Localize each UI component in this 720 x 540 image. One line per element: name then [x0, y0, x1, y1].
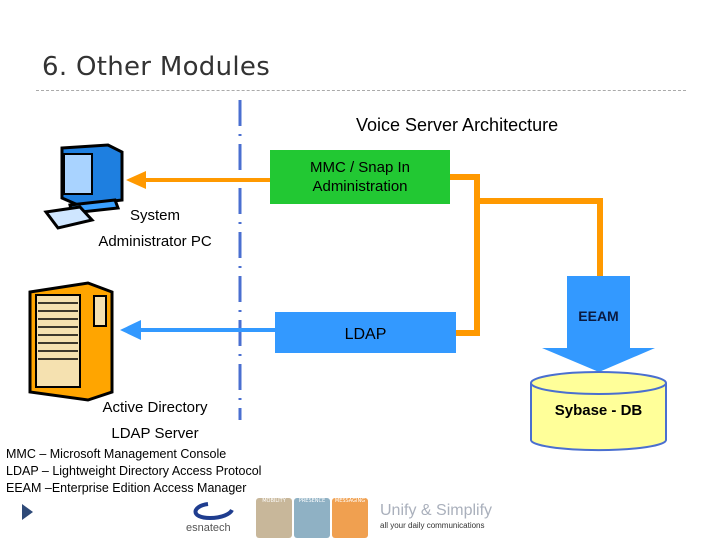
- server-icon: [28, 281, 114, 402]
- diagram-title: Voice Server Architecture: [356, 115, 559, 135]
- eeam-label: EEAM: [578, 308, 619, 324]
- ad-label: Active Directory LDAP Server: [80, 395, 230, 447]
- brand-name: esnatech: [186, 522, 231, 534]
- ad-label-line1: Active Directory: [102, 399, 208, 416]
- mobility-tile: MOBILITY: [256, 498, 292, 538]
- presence-tile: PRESENCE: [294, 498, 330, 538]
- pc-label: System Administrator PC: [85, 203, 225, 255]
- abbreviation-legend: MMC – Microsoft Management Console LDAP …: [6, 446, 261, 497]
- eeam-arrow: [542, 276, 655, 372]
- orange-connector-to-eeam: [477, 198, 603, 277]
- title-divider: [36, 90, 686, 91]
- legend-item: LDAP – Lightweight Directory Access Prot…: [6, 464, 262, 478]
- footer-branding: esnatech MOBILITY PRESENCE MESSAGING Uni…: [180, 494, 500, 538]
- pc-label-line1: System: [129, 207, 180, 224]
- blue-arrow-to-ad: [120, 320, 275, 340]
- database-cylinder: [530, 371, 667, 452]
- ad-label-line2: LDAP Server: [111, 425, 199, 442]
- tagline-sub: all your daily communications: [380, 521, 485, 530]
- mmc-label: MMC / Snap In Administration: [309, 159, 411, 195]
- orange-connector: [450, 174, 480, 336]
- legend-item: MMC – Microsoft Management Console: [6, 447, 227, 461]
- orange-arrow-to-pc: [126, 171, 270, 189]
- legend-item: EEAM –Enterprise Edition Access Manager: [6, 481, 247, 495]
- slide-title: 6. Other Modules: [42, 52, 271, 82]
- tagline: Unify & Simplify: [380, 502, 493, 519]
- esnatech-logo-icon: [193, 502, 234, 521]
- messaging-tile: MESSAGING: [332, 498, 368, 538]
- mmc-snapin-box: MMC / Snap In Administration: [270, 150, 450, 204]
- pc-label-line2: Administrator PC: [98, 233, 212, 250]
- database-label: Sybase - DB: [554, 402, 643, 419]
- next-slide-arrow-icon: [22, 504, 33, 520]
- ldap-label: LDAP: [344, 325, 387, 343]
- ldap-box: LDAP: [275, 312, 456, 353]
- computer-icon: [43, 143, 124, 230]
